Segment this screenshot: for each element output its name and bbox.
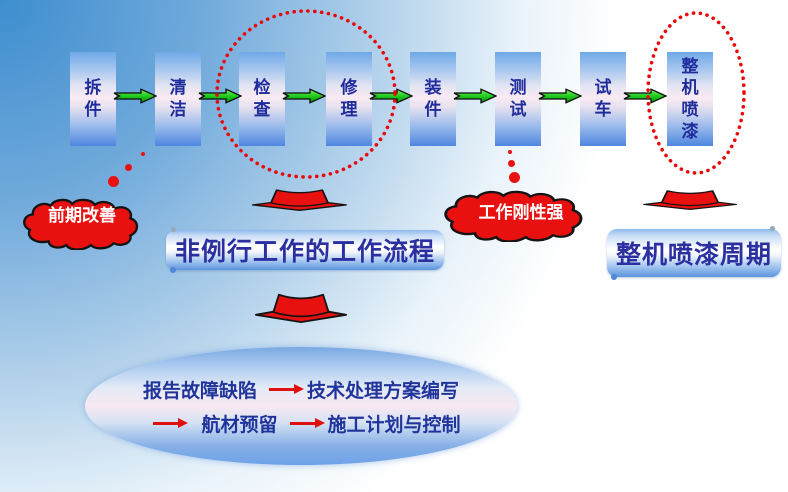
summary-line-1: 报告故障缺陷 技术处理方案编写	[143, 376, 459, 403]
flow-step-testing: 测试	[495, 52, 541, 146]
flow-step-label: 修理	[340, 78, 358, 119]
flow-step-label: 拆件	[84, 78, 102, 119]
down-arrow-icon	[252, 189, 347, 211]
right-arrow-icon	[153, 417, 189, 428]
banner-non-routine-workflow: 非例行工作的工作流程	[166, 227, 444, 273]
summary-line1-start: 报告故障缺陷	[142, 380, 257, 402]
flow-step-cleaning: 清洁	[155, 52, 201, 146]
flow-arrow-icon	[538, 88, 582, 104]
summary-line2-start: 航材预留	[201, 414, 278, 436]
flow-arrow-icon	[453, 88, 497, 104]
summary-line2-end: 施工计划与控制	[327, 414, 461, 436]
summary-line1-end: 技术处理方案编写	[307, 380, 460, 402]
flow-step-label: 清洁	[169, 78, 187, 119]
flow-step-disassembly: 拆件	[70, 52, 116, 146]
thought-dots-icon	[508, 150, 512, 154]
cloud-callout-middle-label: 工作刚性强	[478, 203, 564, 222]
flow-step-assembly: 装件	[410, 52, 456, 146]
flow-step-label: 检查	[253, 78, 271, 119]
down-arrow-icon	[255, 293, 347, 323]
emphasis-dotted-ellipse-inspection-repair	[215, 9, 397, 179]
flow-step-label: 整机喷漆	[681, 56, 699, 141]
summary-ellipse: 报告故障缺陷 技术处理方案编写 航材预留 施工计划与控制	[85, 347, 517, 465]
right-arrow-icon	[289, 417, 325, 428]
flow-step-inspection: 检查	[239, 52, 285, 146]
summary-line-2: 航材预留 施工计划与控制	[141, 410, 461, 437]
emphasis-dotted-ellipse-painting	[646, 11, 746, 175]
right-arrow-icon	[269, 383, 304, 394]
banner-right-label: 整机喷漆周期	[615, 241, 772, 269]
thought-dots-icon	[125, 164, 132, 171]
cloud-callout-left-label: 前期改善	[48, 206, 116, 225]
flow-step-label: 装件	[424, 78, 442, 119]
thought-dots-icon	[508, 160, 515, 167]
banner-left-label: 非例行工作的工作流程	[174, 238, 435, 266]
flow-step-repair: 修理	[326, 52, 372, 146]
thought-dots-icon	[108, 176, 119, 187]
flow-step-test-run: 试车	[580, 52, 626, 146]
flow-step-label: 测试	[509, 78, 527, 119]
down-arrow-icon	[643, 189, 737, 210]
flow-step-painting: 整机喷漆	[667, 52, 713, 146]
flow-step-label: 试车	[594, 78, 612, 119]
thought-dots-icon	[141, 152, 145, 156]
flow-arrow-icon	[113, 88, 157, 104]
banner-painting-cycle: 整机喷漆周期	[607, 226, 781, 280]
thought-dots-icon	[509, 172, 520, 183]
